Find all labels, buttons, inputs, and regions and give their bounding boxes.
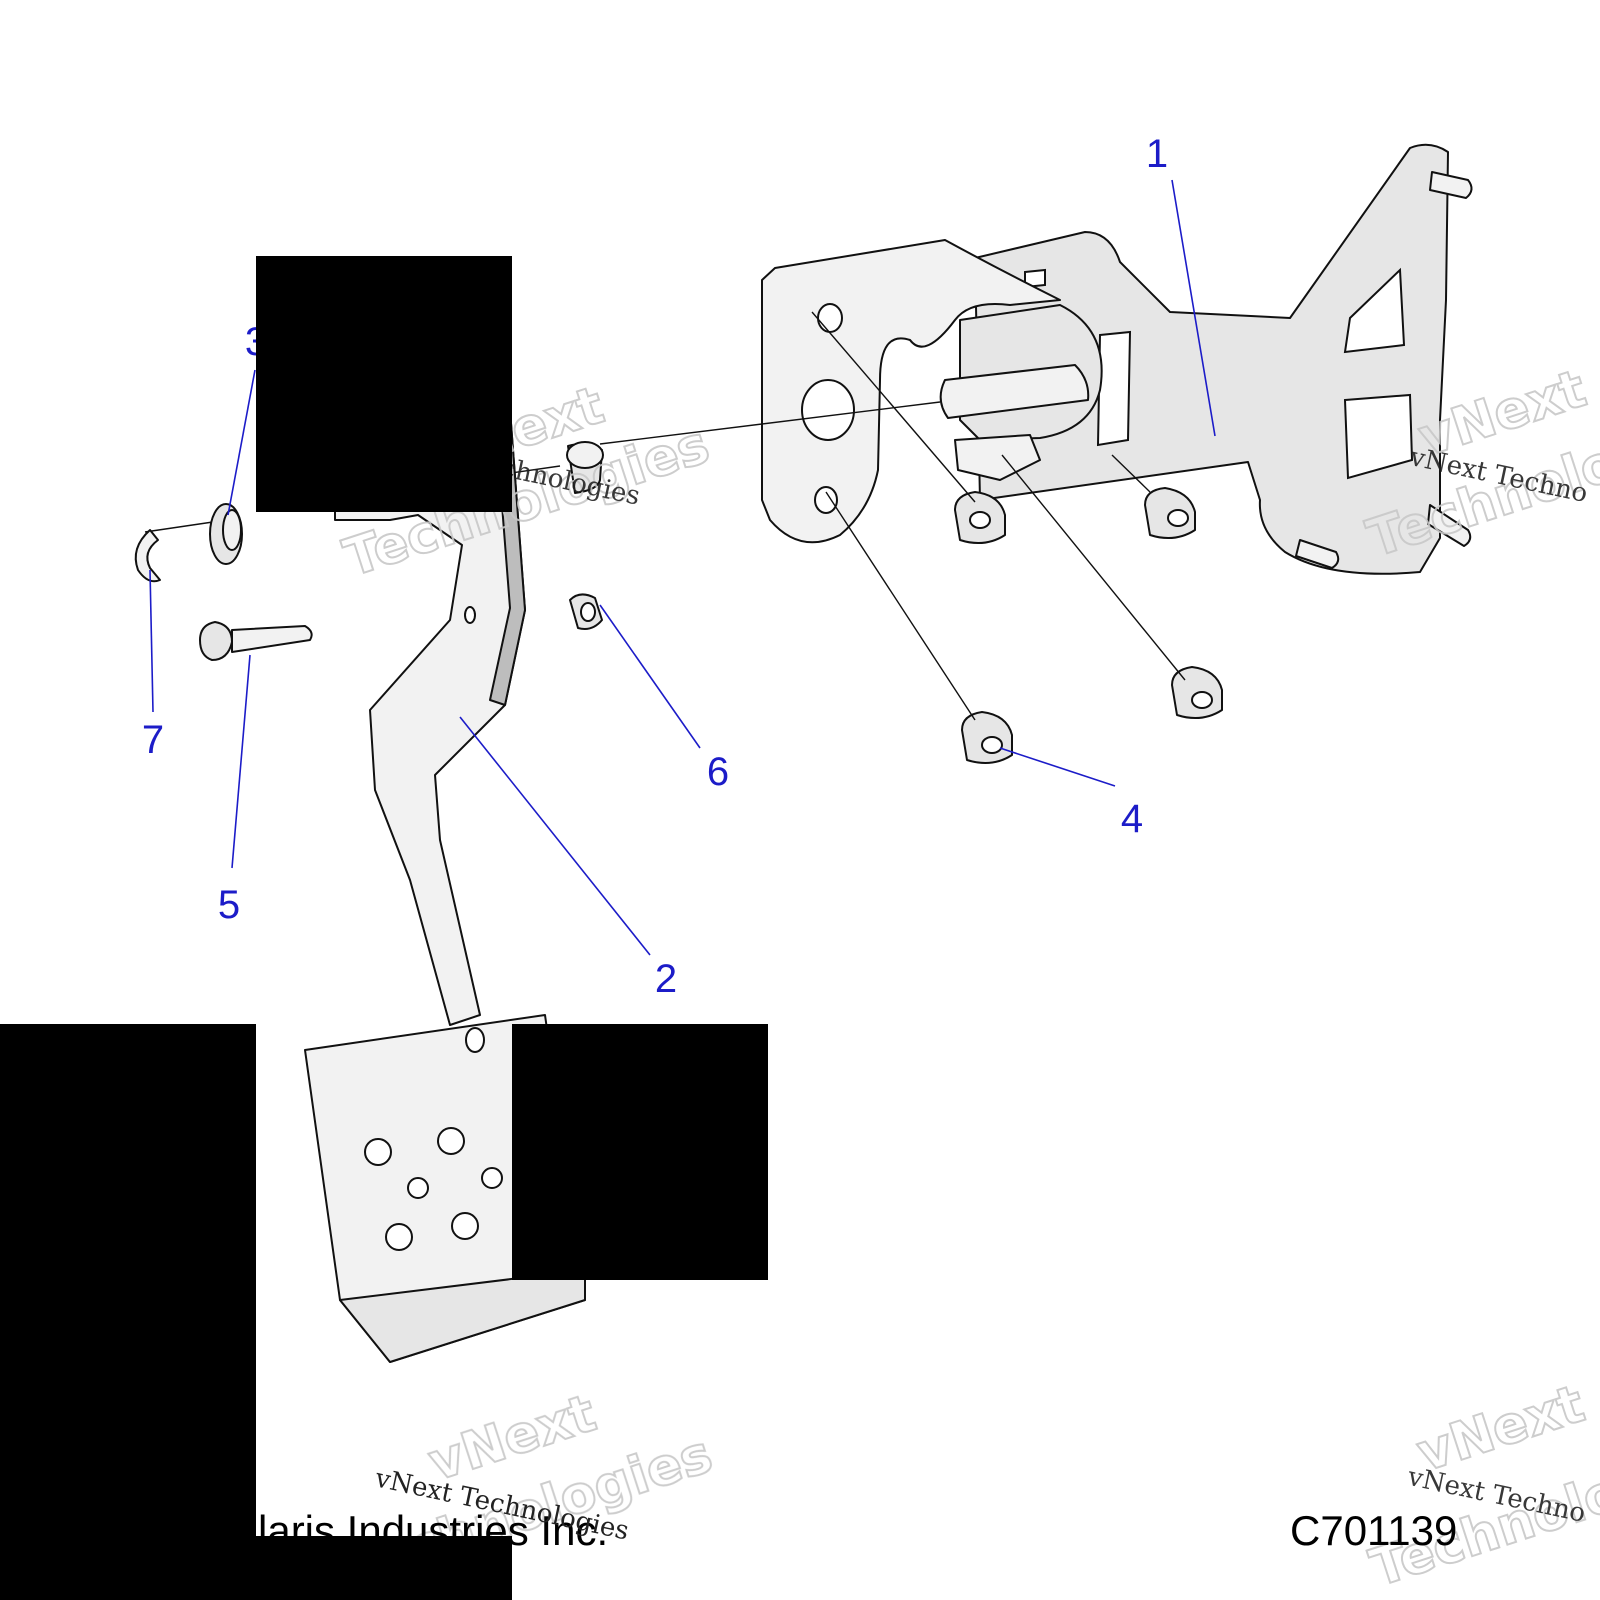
mounting-bracket: [761, 143, 1473, 575]
callout-4: 4: [1121, 797, 1143, 841]
redaction-block-middle: [512, 1024, 768, 1280]
nut-upper-left: [954, 491, 1006, 545]
nut-lower-left: [961, 711, 1013, 765]
flange-nuts: [954, 487, 1223, 765]
redaction-block-left: [0, 1024, 256, 1600]
washer: [209, 503, 243, 565]
retaining-clip: [134, 529, 161, 583]
callout-5: 5: [218, 883, 240, 927]
redaction-block-bottom: [256, 1536, 512, 1600]
callout-6: 6: [707, 750, 729, 794]
callout-leaders: [149, 179, 1216, 956]
nut-lower-right: [1171, 666, 1223, 720]
callout-2: 2: [655, 957, 677, 1001]
callout-1: 1: [1146, 132, 1168, 176]
assembly-lines: [144, 311, 1186, 721]
small-bushing: [569, 593, 603, 630]
callout-7: 7: [142, 718, 164, 762]
pivot-bolt: [199, 621, 313, 661]
nut-upper-right: [1144, 487, 1196, 540]
redaction-block-top: [256, 256, 512, 512]
drawing-number: C701139: [1290, 1507, 1457, 1554]
redaction-blocks: [0, 256, 768, 1600]
pivot-bushing: [566, 441, 604, 494]
pedal-pad-holes: [364, 1127, 503, 1251]
